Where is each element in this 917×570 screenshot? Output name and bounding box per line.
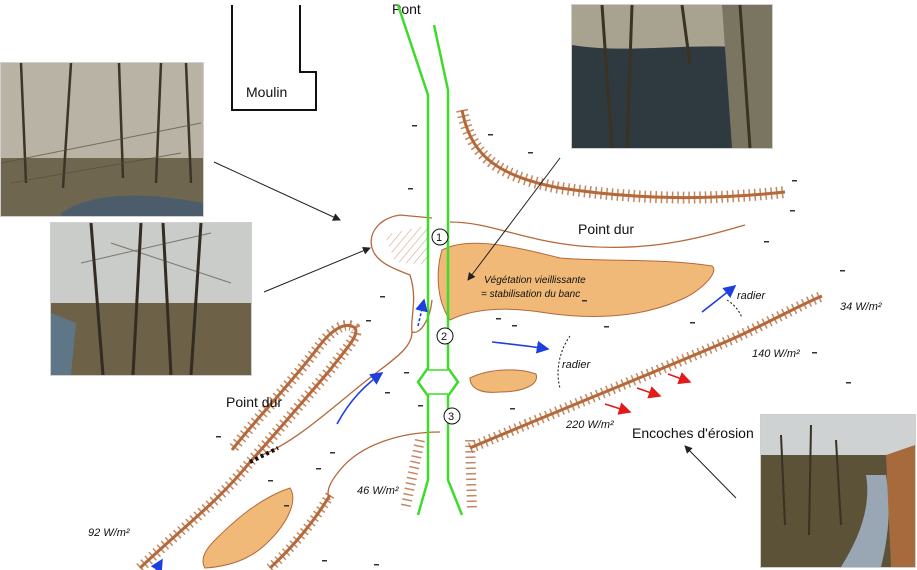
point-dur-left-label: Point dur [226,394,282,410]
point-dur-right-label: Point dur [578,221,634,237]
pont-label: Pont [392,1,421,17]
point-dur-left-bank [136,319,362,570]
left-island-outline [370,214,433,333]
svg-text:2: 2 [441,331,447,343]
photo-bottom-right [760,414,916,568]
vegetation-label-line1: Végétation vieillissante [484,275,586,286]
upper-right-bank [456,108,786,204]
power-92: 92 W/m² [88,527,130,539]
bridge-downstream-hatch [465,439,477,511]
bridge-left-hatch [400,438,425,512]
left-island-hatch [385,225,428,265]
photo-mid-left [50,222,252,376]
moulin-label: Moulin [246,84,287,100]
flow-arrows [150,285,737,570]
right-channel-bank [449,221,746,249]
power-140: 140 W/m² [752,348,800,360]
bottom-left-sandbar [202,487,294,569]
erosion-label: Encoches d'érosion [632,425,754,441]
power-220: 220 W/m² [565,419,614,431]
photo-top-left [0,62,204,217]
photo-pointer-arrows [213,157,737,499]
moulin-building [231,5,317,111]
black-dash-mark [249,446,279,464]
lower-left-bank [266,492,335,570]
vegetation-marks [216,125,851,566]
bridge [396,4,464,516]
small-sandbar [469,369,537,393]
vegetation-label-line2: = stabilisation du banc [481,289,580,300]
radier-center-curve [557,335,571,389]
power-34: 34 W/m² [840,301,882,313]
erosion-arrows [604,372,692,415]
left-channel-bank [261,331,413,456]
photo-top-center [571,4,773,149]
svg-text:1: 1 [436,232,442,244]
radier-center-label: radier [562,359,591,371]
marker-3: 3 [443,407,461,425]
main-sandbar [437,242,715,321]
right-lower-bank [467,290,825,454]
lower-center-bank [327,431,441,501]
power-46: 46 W/m² [357,485,399,497]
radier-right-label: radier [737,290,766,302]
radier-right-curve [726,299,743,319]
marker-2: 2 [436,327,454,345]
marker-1: 1 [431,228,449,246]
svg-text:3: 3 [448,411,454,423]
